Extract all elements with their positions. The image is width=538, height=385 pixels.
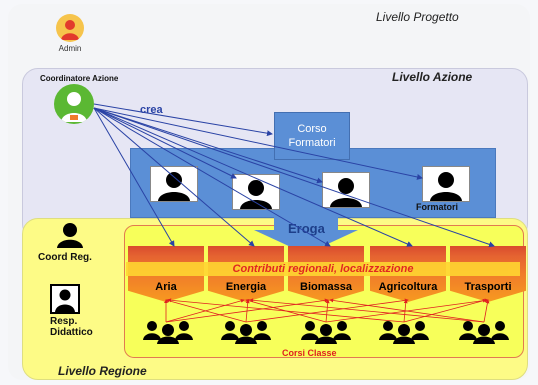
admin-label: Admin <box>58 44 82 53</box>
coord-reg-icon <box>56 222 84 248</box>
formatore-icon <box>150 166 198 202</box>
resp-didattico-icon <box>50 284 80 314</box>
corso-formatori-label: Corso Formatori <box>288 123 336 149</box>
course-label: Agricoltura <box>378 281 438 293</box>
formatore-icon <box>232 174 280 210</box>
formatore-icon <box>322 172 370 208</box>
classe-group-icon <box>140 318 196 349</box>
corso-formatori-box: Corso Formatori <box>274 112 350 160</box>
course-label: Trasporti <box>464 281 512 293</box>
formatori-label: Formatori <box>416 202 459 212</box>
contributi-banner: Contributi regionali, localizzazione <box>126 262 520 276</box>
coordinatore-icon <box>54 84 94 124</box>
coordinatore-azione-label: Coordinatore Azione <box>40 74 119 83</box>
coord-reg-label: Coord Reg. <box>38 252 92 263</box>
livello-progetto-label: Livello Progetto <box>376 10 459 24</box>
classe-group-icon <box>298 318 354 349</box>
eroga-arrow-shape <box>254 214 358 254</box>
course-label: Biomassa <box>300 281 352 293</box>
course-label: Energia <box>225 281 267 293</box>
eroga-label: Eroga <box>288 221 325 236</box>
course-label: Aria <box>155 281 177 293</box>
corsi-classe-label: Corsi Classe <box>282 348 337 358</box>
livello-regione-label: Livello Regione <box>58 364 147 378</box>
formatore-icon <box>422 166 470 202</box>
livello-azione-label: Livello Azione <box>392 70 473 84</box>
classe-group-icon <box>456 318 512 349</box>
classe-group-icon <box>218 318 274 349</box>
classe-group-icon <box>376 318 432 349</box>
admin-icon <box>56 14 84 42</box>
resp-didattico-label: Resp. Didattico <box>50 316 93 338</box>
